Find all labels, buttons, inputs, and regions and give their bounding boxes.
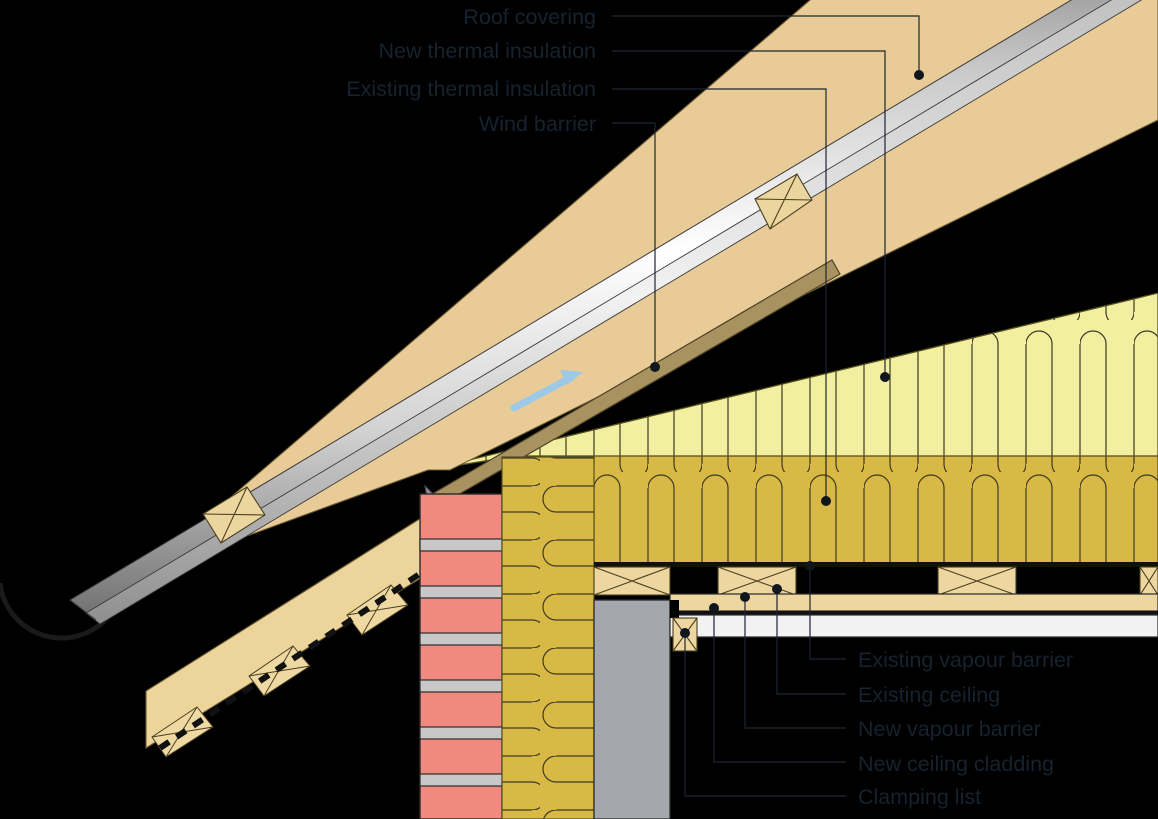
leader-line-clamping-list xyxy=(684,633,846,797)
leader-line-new-vapour-barrier xyxy=(744,597,846,729)
label-existing-thermal-insulation: Existing thermal insulation xyxy=(346,77,596,101)
ceiling-joist xyxy=(717,566,797,596)
leader-dot-clamping-list xyxy=(680,628,690,638)
top-leader-dots xyxy=(650,70,924,506)
label-new-thermal-insulation: New thermal insulation xyxy=(379,39,597,63)
wall-insulation xyxy=(501,456,595,819)
label-roof-covering: Roof covering xyxy=(463,5,596,29)
ceiling-joists xyxy=(593,566,1158,596)
roof-batten xyxy=(202,486,266,544)
leader-dot-existing-vapour-barrier xyxy=(805,561,815,571)
wind-barrier-dashed-line xyxy=(158,568,426,751)
leader-line-new-thermal-insulation xyxy=(612,50,886,377)
ceiling-joist xyxy=(937,566,1017,596)
new-ceiling-cladding xyxy=(669,600,1158,638)
leader-dot-wind-barrier xyxy=(650,362,660,372)
leader-dot-new-ceiling-cladding xyxy=(709,603,719,613)
new-thermal-insulation-layer xyxy=(427,292,1158,471)
brick-wall xyxy=(419,493,503,819)
leader-dot-new-vapour-barrier xyxy=(740,592,750,602)
leader-dot-existing-ceiling xyxy=(772,584,782,594)
leader-line-existing-ceiling xyxy=(776,589,846,695)
ceiling-joist xyxy=(593,566,671,596)
leader-line-new-ceiling-cladding xyxy=(713,608,846,763)
label-new-vapour-barrier: New vapour barrier xyxy=(858,717,1041,741)
top-leader-lines xyxy=(612,15,920,501)
label-existing-vapour-barrier: Existing vapour barrier xyxy=(858,648,1073,672)
existing-vapour-barrier xyxy=(594,562,1158,567)
concrete-block-leaf xyxy=(593,599,671,819)
leader-dot-roof-covering xyxy=(914,70,924,80)
leader-dot-existing-thermal-insulation xyxy=(821,496,831,506)
roof-batten xyxy=(754,173,813,230)
new-vapour-barrier xyxy=(670,611,1158,615)
leader-line-existing-vapour-barrier xyxy=(809,566,846,660)
ventilation-airflow-arrow xyxy=(510,370,583,412)
label-wind-barrier: Wind barrier xyxy=(479,112,596,136)
label-clamping-list: Clamping list xyxy=(858,785,981,809)
bottom-leader-dots xyxy=(680,561,815,638)
existing-thermal-insulation-layer xyxy=(509,455,1158,567)
ceiling-joist xyxy=(1139,566,1158,596)
bottom-leader-lines xyxy=(684,566,846,797)
label-existing-ceiling: Existing ceiling xyxy=(858,683,1000,707)
leader-line-existing-thermal-insulation xyxy=(612,88,827,501)
leader-line-wind-barrier xyxy=(612,122,656,367)
leader-line-roof-covering xyxy=(612,15,920,75)
label-new-ceiling-cladding: New ceiling cladding xyxy=(858,752,1054,776)
leader-dot-new-thermal-insulation xyxy=(880,372,890,382)
